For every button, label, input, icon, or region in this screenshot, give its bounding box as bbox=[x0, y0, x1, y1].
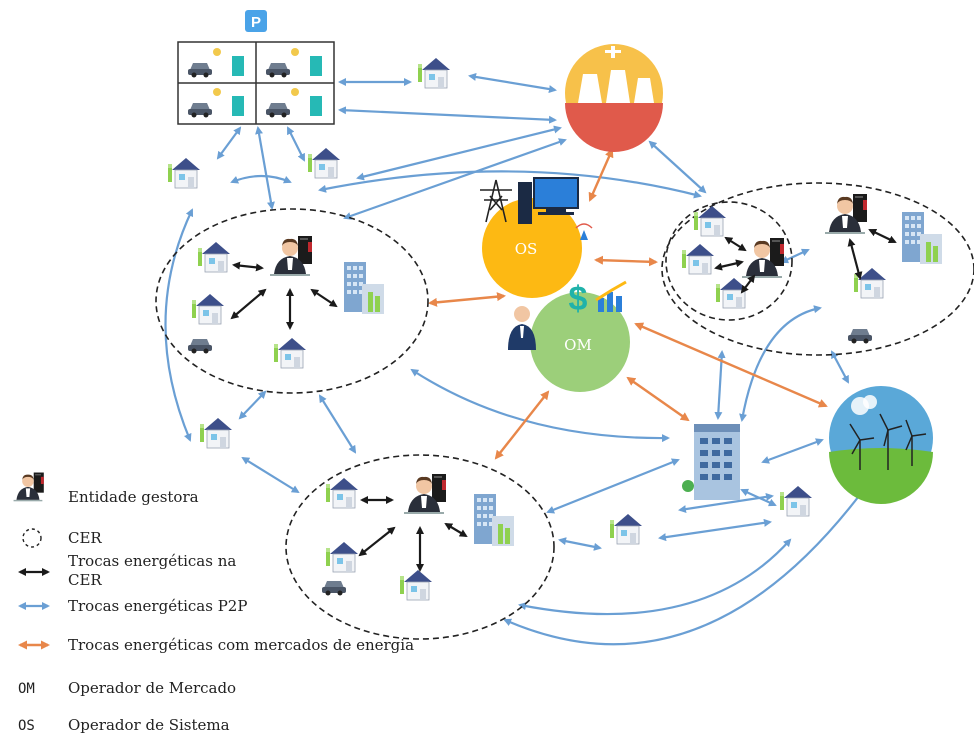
central-building-icon bbox=[682, 424, 740, 500]
cer-right bbox=[661, 182, 974, 356]
building-icon bbox=[344, 262, 384, 314]
manager-icon bbox=[825, 194, 867, 234]
house-icon bbox=[325, 477, 359, 509]
legend-cer-exchange: Trocas energéticas na CER bbox=[18, 552, 236, 589]
legend-entity: Entidade gestora bbox=[13, 472, 199, 506]
legend: Entidade gestora CER Trocas energéticas … bbox=[13, 472, 414, 734]
legend-cer-exchange-line1: Trocas energéticas na bbox=[68, 552, 236, 570]
house-icon bbox=[681, 243, 715, 275]
market-chart-icon: $ bbox=[569, 280, 627, 318]
cer-links bbox=[230, 228, 897, 572]
building-icon bbox=[902, 212, 942, 264]
house-icon bbox=[191, 293, 225, 325]
house-icon bbox=[715, 277, 749, 309]
house-icon bbox=[693, 205, 727, 237]
legend-cer-exchange-line2: CER bbox=[68, 571, 102, 589]
legend-os-full: Operador de Sistema bbox=[68, 716, 230, 734]
market-links bbox=[428, 148, 828, 460]
house-icon bbox=[609, 513, 643, 545]
manager-icon bbox=[404, 474, 446, 514]
manager-icon bbox=[270, 236, 312, 276]
house-icon bbox=[779, 485, 813, 517]
house-icon bbox=[399, 569, 433, 601]
transmission-tower-icon bbox=[480, 179, 512, 223]
buildings bbox=[344, 212, 942, 546]
manager-icon bbox=[742, 238, 784, 278]
house-icon bbox=[273, 337, 307, 369]
power-plant bbox=[565, 44, 663, 152]
cer-bottom bbox=[285, 454, 555, 640]
svg-text:$: $ bbox=[569, 280, 588, 318]
house-icon bbox=[199, 417, 233, 449]
dashed-circle-icon bbox=[22, 528, 42, 548]
legend-p2p: Trocas energéticas P2P bbox=[18, 597, 247, 615]
legend-cer: CER bbox=[22, 528, 102, 548]
os-label: OS bbox=[515, 240, 538, 258]
system-operator: OS bbox=[480, 177, 593, 298]
businessman-icon bbox=[508, 306, 536, 350]
house-icon bbox=[167, 157, 201, 189]
computer-icon bbox=[518, 177, 579, 224]
legend-os: OS Operador de Sistema bbox=[18, 716, 230, 734]
cer-right-inner bbox=[665, 201, 793, 321]
building-icon bbox=[474, 494, 514, 546]
market-operator: OM $ bbox=[508, 280, 630, 392]
legend-p2p-label: Trocas energéticas P2P bbox=[68, 597, 247, 615]
p2p-links bbox=[164, 73, 864, 646]
legend-market-label: Trocas energéticas com mercados de energ… bbox=[68, 636, 414, 654]
house-icon bbox=[197, 241, 231, 273]
legend-os-abbr: OS bbox=[18, 718, 35, 734]
wind-farm bbox=[829, 386, 933, 504]
parking-sign bbox=[245, 10, 267, 32]
parking-sign-label: P bbox=[251, 14, 261, 31]
legend-om-full: Operador de Mercado bbox=[68, 679, 236, 697]
legend-market: Trocas energéticas com mercados de energ… bbox=[18, 636, 414, 654]
ev-charger-icon bbox=[188, 48, 322, 118]
legend-om: OM Operador de Mercado bbox=[18, 679, 236, 697]
parking-station: P bbox=[177, 10, 335, 125]
house-icon bbox=[325, 541, 359, 573]
house-icon bbox=[307, 147, 341, 179]
om-label: OM bbox=[564, 336, 592, 354]
car-icons bbox=[188, 329, 872, 596]
cer-left bbox=[155, 208, 429, 394]
legend-entity-label: Entidade gestora bbox=[68, 488, 199, 506]
house-icon bbox=[417, 57, 451, 89]
antenna-icon bbox=[575, 223, 593, 240]
legend-om-abbr: OM bbox=[18, 681, 35, 697]
legend-cer-label: CER bbox=[68, 529, 102, 547]
cer-boundaries bbox=[155, 182, 974, 640]
